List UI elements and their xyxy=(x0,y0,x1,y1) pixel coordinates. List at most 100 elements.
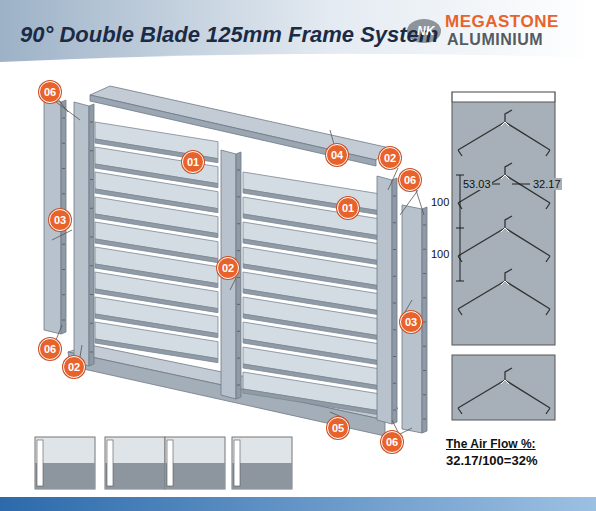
dimension-leader xyxy=(488,184,530,185)
clip-slot xyxy=(393,383,396,384)
thumbnail-profile xyxy=(37,440,43,486)
brand-name: MEGASTONE xyxy=(445,12,559,32)
leader-line xyxy=(400,428,412,434)
frame-thumbnails xyxy=(35,437,292,489)
louvre-blade-edge xyxy=(243,214,378,240)
blade-section xyxy=(452,92,555,420)
callout-number: 06 xyxy=(39,338,61,360)
clip-slot xyxy=(237,250,240,251)
mullion-side xyxy=(89,104,94,366)
clip-slot xyxy=(423,273,426,274)
callout-number: 06 xyxy=(399,169,421,191)
blade-profile xyxy=(458,110,550,156)
mullion-side xyxy=(236,152,241,399)
clip-slot xyxy=(90,265,93,266)
clip-slot xyxy=(393,276,396,277)
leader-line xyxy=(388,168,398,190)
louvre-blade-edge xyxy=(95,289,218,313)
blade-tip xyxy=(501,281,509,285)
clip-slot xyxy=(90,122,93,123)
leader-line xyxy=(416,190,424,215)
blade-profile xyxy=(458,269,550,315)
clip-slot xyxy=(237,277,240,278)
thumbnail-shade xyxy=(35,463,95,489)
footer-band xyxy=(0,497,596,511)
louvre-exploded-view xyxy=(44,86,427,436)
clip-slot xyxy=(62,244,65,245)
clip-slot xyxy=(423,225,426,226)
clip-slot xyxy=(393,222,396,223)
clip-slot xyxy=(90,150,93,151)
leader-line xyxy=(56,102,80,120)
louvre-blade-edge xyxy=(95,339,218,363)
thumbnail-profile xyxy=(167,440,173,486)
callout-number: 05 xyxy=(327,417,349,439)
clip-slot xyxy=(423,394,426,395)
callout-number: 03 xyxy=(49,209,71,231)
thumbnail-shade xyxy=(232,463,292,489)
section-frame xyxy=(452,102,555,345)
clip-slot xyxy=(237,223,240,224)
clip-slot xyxy=(393,329,396,330)
callout-number: 02 xyxy=(379,147,401,169)
section-frame-lower xyxy=(452,355,555,420)
clip-slot xyxy=(90,179,93,180)
clip-slot xyxy=(62,118,65,119)
louvre-blade-edge xyxy=(243,389,378,415)
callout-number: 02 xyxy=(63,356,85,378)
clip-slot xyxy=(90,208,93,209)
section-head xyxy=(452,92,555,102)
dimension-text: 32.17 xyxy=(532,178,562,190)
dimension-text: 100 xyxy=(430,196,450,208)
mullion xyxy=(74,102,89,366)
clip-slot xyxy=(62,269,65,270)
clip-slot xyxy=(393,196,396,197)
leader-line xyxy=(56,325,62,340)
thumbnail-profile xyxy=(107,440,113,486)
note-heading: The Air Flow %: xyxy=(446,437,536,451)
clip-slot xyxy=(237,196,240,197)
blade-profile xyxy=(458,216,550,262)
callout-number: 01 xyxy=(337,197,359,219)
clip-slot xyxy=(423,322,426,323)
mullion-side xyxy=(392,178,397,424)
louvre-blade-edge xyxy=(243,364,378,390)
header-band xyxy=(0,0,596,62)
clip-slot xyxy=(62,294,65,295)
leader-line xyxy=(230,278,236,290)
thumbnail-profile xyxy=(234,440,240,486)
clip-slot xyxy=(90,323,93,324)
louvre-blade-edge xyxy=(243,314,378,340)
blade-profile xyxy=(458,368,550,414)
clip-slot xyxy=(62,143,65,144)
header-curve xyxy=(0,54,596,66)
leader-line xyxy=(52,230,72,240)
blade-tip xyxy=(501,380,509,384)
clip-slot xyxy=(393,410,396,411)
clip-slot xyxy=(237,331,240,332)
clip-slot xyxy=(423,370,426,371)
louvre-blade-edge xyxy=(95,239,218,263)
clip-slot xyxy=(90,352,93,353)
note-formula: 32.17/100=32% xyxy=(446,453,537,468)
clip-slot xyxy=(423,249,426,250)
leader-line xyxy=(80,345,82,357)
clip-slot xyxy=(393,356,396,357)
clip-slot xyxy=(237,385,240,386)
dimension-line xyxy=(456,175,464,281)
dimension-text: 100 xyxy=(430,248,450,260)
louvre-blade-edge xyxy=(95,189,218,213)
callout-number: 02 xyxy=(217,257,239,279)
clip-slot xyxy=(237,304,240,305)
clip-slot xyxy=(90,294,93,295)
dimension-text: 53.03 xyxy=(462,178,492,190)
clip-slot xyxy=(423,346,426,347)
callout-number: 03 xyxy=(400,311,422,333)
louvre-blade-edge xyxy=(243,264,378,290)
clip-slot xyxy=(90,237,93,238)
callout-number: 06 xyxy=(39,81,61,103)
clip-slot xyxy=(62,193,65,194)
callout-number: 04 xyxy=(326,144,348,166)
